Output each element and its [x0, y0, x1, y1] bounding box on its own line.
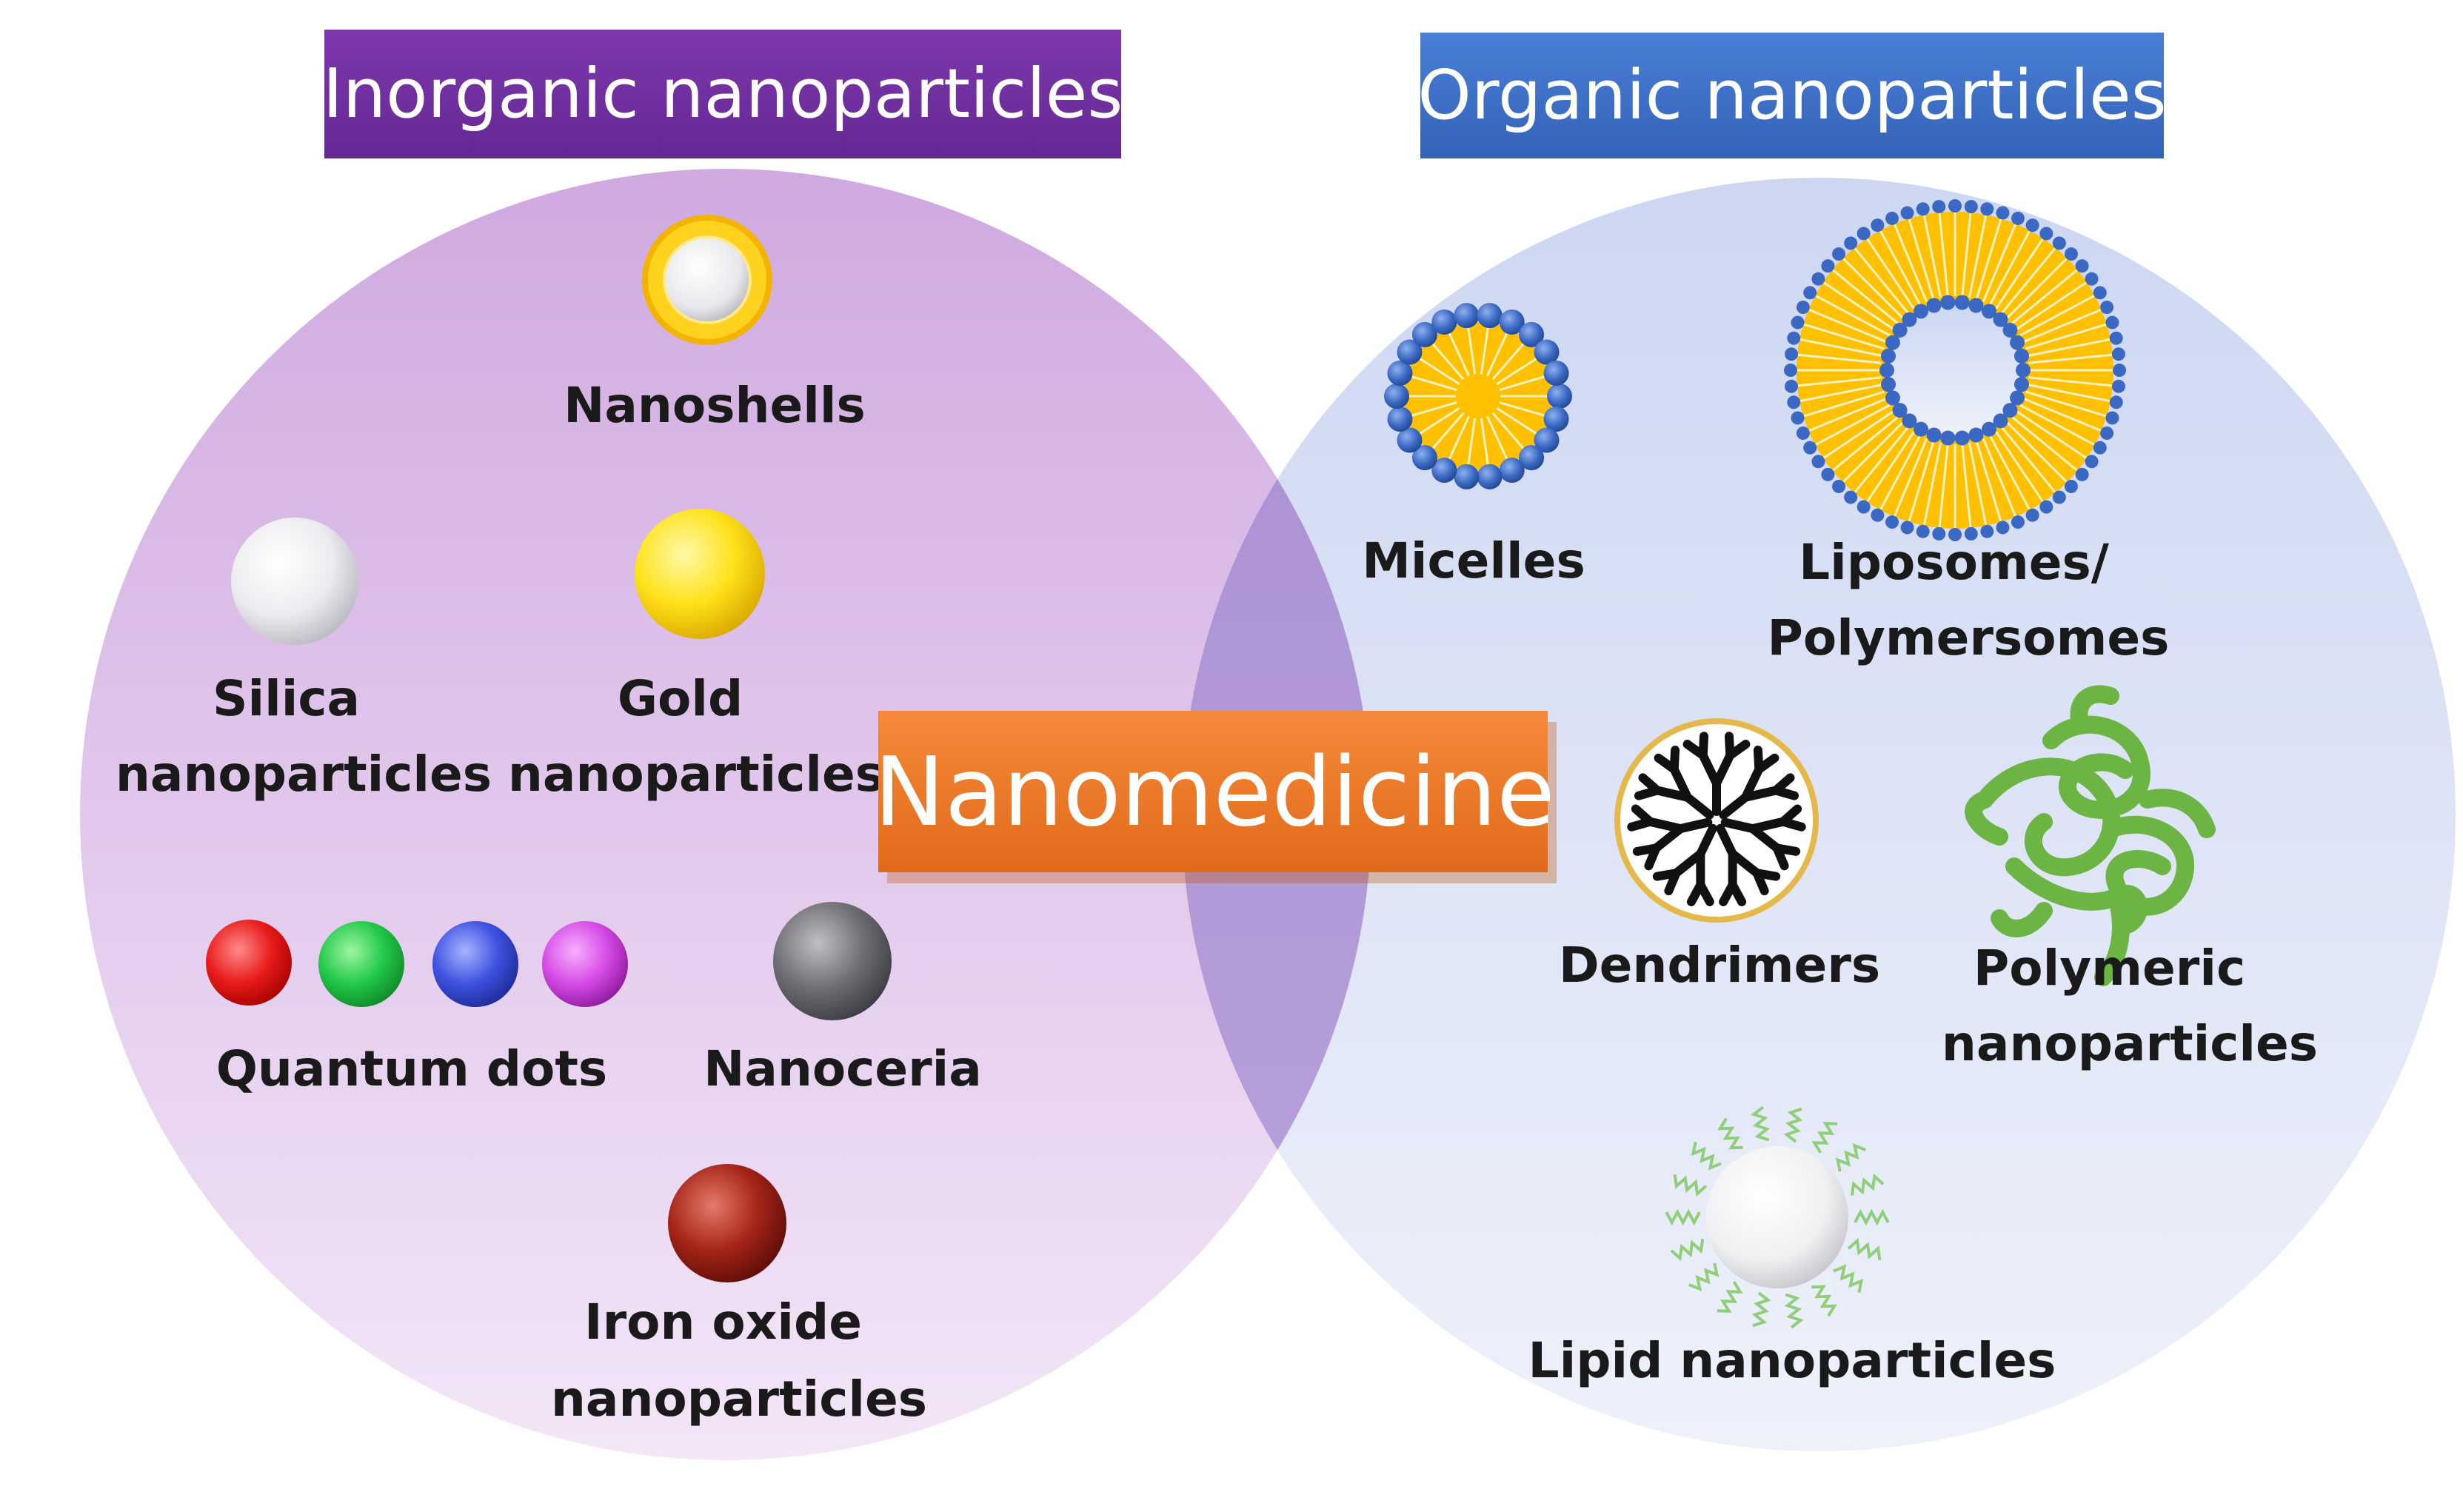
lipid-nanoparticle-icon [1665, 1105, 1890, 1329]
silica-nanoparticle-icon [231, 518, 358, 645]
organic-circle [1182, 178, 2456, 1451]
quantum-dot-blue [432, 921, 518, 1007]
polymeric-nanoparticle-icon [1965, 685, 2216, 986]
quantum-dots-label: Quantum dots [216, 1040, 607, 1097]
nanomedicine-title: Nanomedicine [874, 737, 1555, 848]
nanomedicine-center-box: Nanomedicine [874, 711, 1557, 883]
gold-label-line-1: Gold [618, 670, 743, 727]
inorganic-banner: Inorganic nanoparticles [323, 30, 1123, 158]
dendrimers-label: Dendrimers [1559, 937, 1880, 994]
micelles-label: Micelles [1362, 532, 1585, 589]
quantum-dot-magenta [542, 921, 628, 1007]
silica-label: Silica nanoparticles [116, 670, 492, 803]
liposome-icon [1784, 199, 2126, 541]
iron-oxide-nanoparticle-icon [668, 1164, 786, 1282]
polymeric-label: Polymeric nanoparticles [1942, 940, 2318, 1072]
micelle-icon [1384, 303, 1572, 489]
silica-label-line-2: nanoparticles [116, 746, 492, 803]
organic-banner: Organic nanoparticles [1417, 33, 2167, 158]
silica-label-line-1: Silica [213, 670, 360, 727]
nanoshell-icon [642, 215, 772, 345]
gold-label-line-2: nanoparticles [508, 746, 884, 803]
organic-banner-text: Organic nanoparticles [1417, 56, 2166, 135]
inorganic-banner-text: Inorganic nanoparticles [323, 54, 1123, 133]
gold-nanoparticle-icon [635, 509, 765, 639]
dendrimer-icon [1614, 718, 1819, 923]
quantum-dot-red [206, 920, 292, 1006]
inorganic-circle [80, 169, 1371, 1460]
lipid-nanoparticles-label: Lipid nanoparticles [1528, 1332, 2056, 1389]
gold-label: Gold nanoparticles [508, 670, 884, 803]
nanoceria-label: Nanoceria [704, 1040, 982, 1097]
liposomes-label-line-2: Polymersomes [1768, 609, 2170, 666]
iron-oxide-label-line-2: nanoparticles [551, 1371, 927, 1428]
polymeric-label-line-1: Polymeric [1974, 940, 2245, 997]
quantum-dots-icon [206, 920, 628, 1007]
nanoceria-icon [773, 902, 892, 1020]
iron-oxide-label: Iron oxide nanoparticles [551, 1294, 927, 1428]
nanoshells-label: Nanoshells [564, 377, 866, 434]
liposomes-label: Liposomes/ Polymersomes [1768, 534, 2170, 666]
quantum-dot-green [318, 921, 404, 1007]
liposomes-label-line-1: Liposomes/ [1799, 534, 2110, 591]
polymeric-label-line-2: nanoparticles [1942, 1015, 2318, 1072]
iron-oxide-label-line-1: Iron oxide [584, 1294, 862, 1351]
